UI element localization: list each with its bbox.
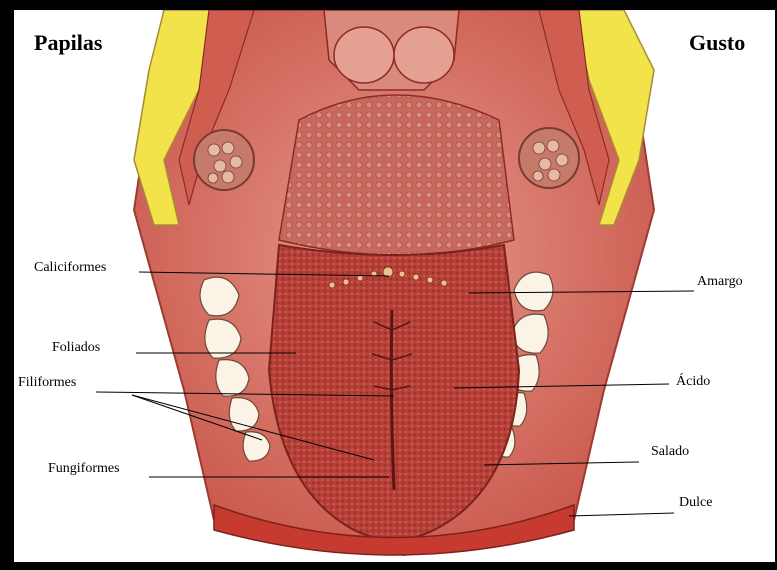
label-filiformes: Filiformes [18, 375, 76, 391]
tongue-illustration [14, 10, 775, 562]
label-amargo: Amargo [697, 274, 743, 290]
label-fungiformes: Fungiformes [48, 461, 120, 477]
diagram-canvas: Papilas Gusto Caliciformes Foliados Fili… [14, 10, 775, 562]
lingual-tonsil [279, 95, 514, 255]
right-tonsil [519, 128, 579, 188]
label-caliciformes: Caliciformes [34, 260, 106, 276]
label-salado: Salado [651, 444, 689, 460]
label-dulce: Dulce [679, 495, 712, 511]
label-foliados: Foliados [52, 340, 100, 356]
title-gusto: Gusto [689, 30, 745, 56]
label-acido: Ácido [676, 374, 710, 390]
title-papilas: Papilas [34, 30, 102, 56]
